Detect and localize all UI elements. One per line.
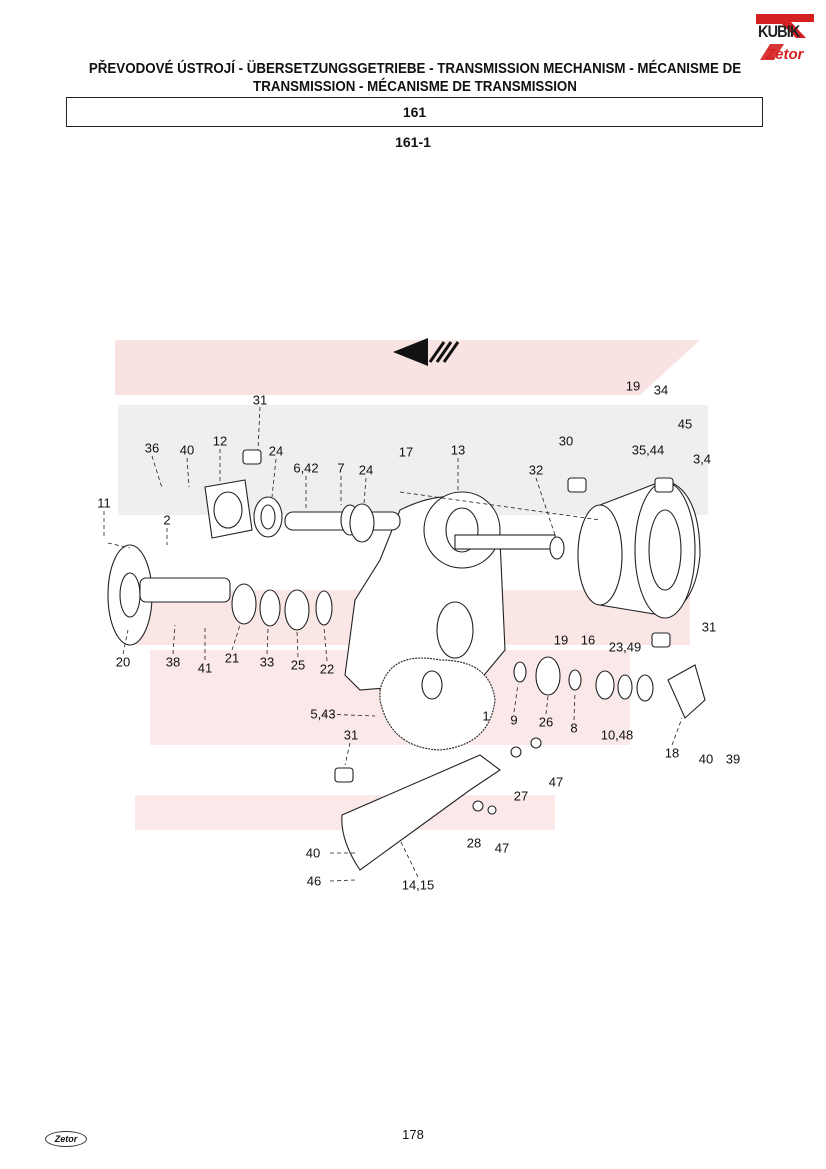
- callout-label: 36: [144, 440, 160, 456]
- callout-label: 47: [548, 774, 564, 790]
- callout-label: 26: [538, 714, 554, 730]
- page-title: PŘEVODOVÉ ÚSTROJÍ - ÜBERSETZUNGSGETRIEBE…: [88, 61, 742, 95]
- callout-label: 19: [553, 632, 569, 648]
- callout-label: 45: [677, 416, 693, 432]
- callout-label: 3,4: [692, 451, 712, 467]
- callout-label: 5,43: [310, 706, 336, 722]
- callout-label: 9: [510, 712, 518, 728]
- callout-label: 40: [698, 751, 714, 767]
- callout-label: 24: [268, 443, 284, 459]
- callout-label: 12: [212, 433, 228, 449]
- callout-label: 7: [337, 460, 345, 476]
- callout-label: 6,42: [293, 460, 319, 476]
- callout-label: 23,49: [608, 639, 642, 655]
- callout-label: 11: [97, 495, 111, 511]
- callout-label: 35,44: [631, 442, 665, 458]
- callout-label: 47: [494, 840, 510, 856]
- callout-label: 20: [115, 654, 131, 670]
- callout-label: 41: [197, 660, 213, 676]
- callout-label: 16: [580, 632, 596, 648]
- callout-label: 2: [163, 512, 171, 528]
- page-number: 178: [402, 1127, 424, 1142]
- callout-label: 28: [466, 835, 482, 851]
- callout-label: 40: [305, 845, 321, 861]
- callout-label: 8: [570, 720, 578, 736]
- callout-label: 33: [259, 654, 275, 670]
- callout-label: 19: [625, 378, 641, 394]
- zetor-footer-logo: Zetor: [45, 1131, 87, 1147]
- callout-label: 22: [319, 661, 335, 677]
- callout-label: 39: [725, 751, 741, 767]
- callout-label: 34: [653, 382, 669, 398]
- callout-label: 40: [179, 442, 195, 458]
- callout-label: 32: [528, 462, 544, 478]
- callout-label: 31: [343, 727, 359, 743]
- callout-label: 21: [224, 650, 240, 666]
- callout-label: 27: [513, 788, 529, 804]
- callout-label: 24: [358, 462, 374, 478]
- callout-label: 18: [664, 745, 680, 761]
- callout-label: 31: [701, 619, 717, 635]
- callout-label: 30: [558, 433, 574, 449]
- callout-label: 31: [252, 392, 268, 408]
- callout-label: 25: [290, 657, 306, 673]
- group-number-box: 161: [66, 97, 763, 127]
- direction-arrow-icon: [393, 338, 460, 366]
- callout-label: 10,48: [600, 727, 634, 743]
- callout-label: 38: [165, 654, 181, 670]
- kubik-zetor-logo: KUBIK Zetor: [756, 14, 814, 70]
- callout-label: 1: [482, 708, 490, 724]
- callout-label: 46: [306, 873, 322, 889]
- callout-label: 13: [450, 442, 466, 458]
- callout-label: 17: [398, 444, 414, 460]
- callout-label: 14,15: [401, 877, 435, 893]
- figure-number: 161-1: [395, 134, 431, 150]
